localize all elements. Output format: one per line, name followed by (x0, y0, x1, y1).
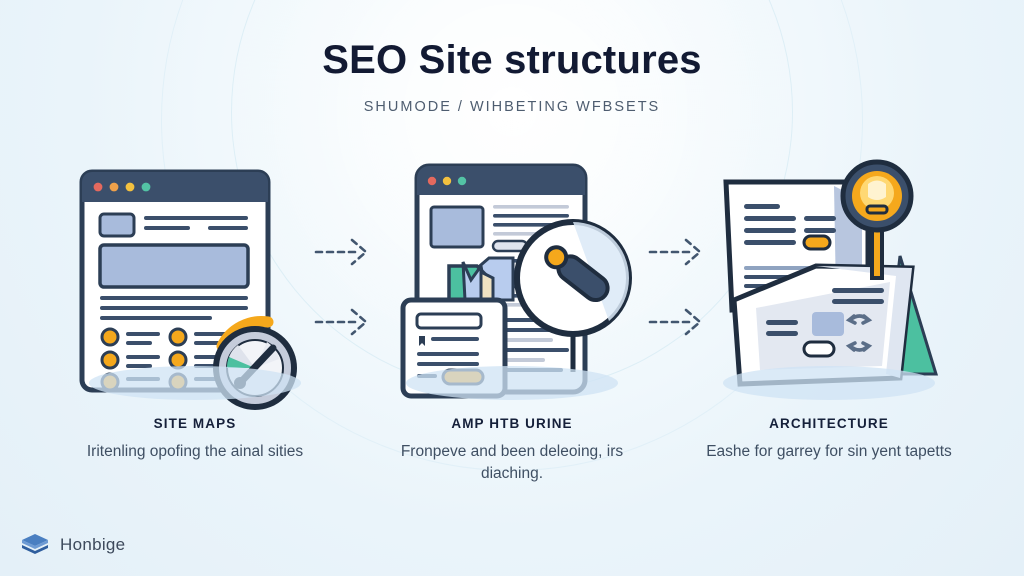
illustration-browser-folder-documents-with-magnifier (387, 160, 637, 408)
window-dot-yellow (125, 182, 135, 192)
window-dot-orange (109, 182, 119, 192)
illustration-shadow-1 (89, 366, 301, 400)
window-dot-red (427, 176, 437, 186)
illustration-shadow-3 (723, 366, 935, 400)
stacked-layers-icon (20, 532, 50, 558)
magnifier-icon (514, 219, 632, 372)
window-dot-green (141, 182, 151, 192)
caption-body-2: Fronpeve and been deleoing, irs diaching… (400, 443, 624, 482)
panel-site-maps: SITE MAPS Iritenling opofing the ainal s… (56, 160, 334, 520)
caption-2: AMP HTB URINE Fronpeve and been deleoing… (373, 416, 651, 485)
caption-3: ARCHITECTURE Eashe for garrey for sin ye… (690, 416, 968, 463)
panel-architecture: ARCHITECTURE Eashe for garrey for sin ye… (690, 159, 968, 520)
window-dot-yellow (442, 176, 452, 186)
brand-name: Honbige (60, 535, 126, 554)
resize-arrows-icon (845, 314, 873, 352)
panel-amp-htb-urine: AMP HTB URINE Fronpeve and been deleoing… (373, 160, 651, 520)
window-dot-red (93, 182, 103, 192)
footer-brand: Honbige (20, 532, 125, 558)
page-subtitle: SHUMODE / WIHBETING WFBSETS (363, 98, 661, 115)
document-sheet-front (731, 263, 915, 387)
caption-title-2: AMP HTB URINE (451, 416, 573, 431)
illustration-stacked-documents-with-lamp-magnifier (704, 159, 954, 408)
caption-1: SITE MAPS Iritenling opofing the ainal s… (56, 416, 334, 463)
panel-row: SITE MAPS Iritenling opofing the ainal s… (0, 159, 1024, 520)
caption-body-3: Eashe for garrey for sin yent tapetts (706, 443, 952, 460)
lamp-magnifier-icon (840, 159, 914, 280)
caption-title-3: ARCHITECTURE (769, 416, 889, 431)
window-dot-green (457, 176, 467, 186)
illustration-browser-window-with-speed-gauge (70, 160, 320, 410)
caption-body-1: Iritenling opofing the ainal sities (86, 443, 304, 460)
page-title: SEO Site structures (322, 38, 702, 82)
header: SEO Site structures SHUMODE / WIHBETING … (0, 38, 1024, 115)
illustration-shadow-2 (406, 366, 618, 400)
caption-title-1: SITE MAPS (153, 416, 237, 431)
